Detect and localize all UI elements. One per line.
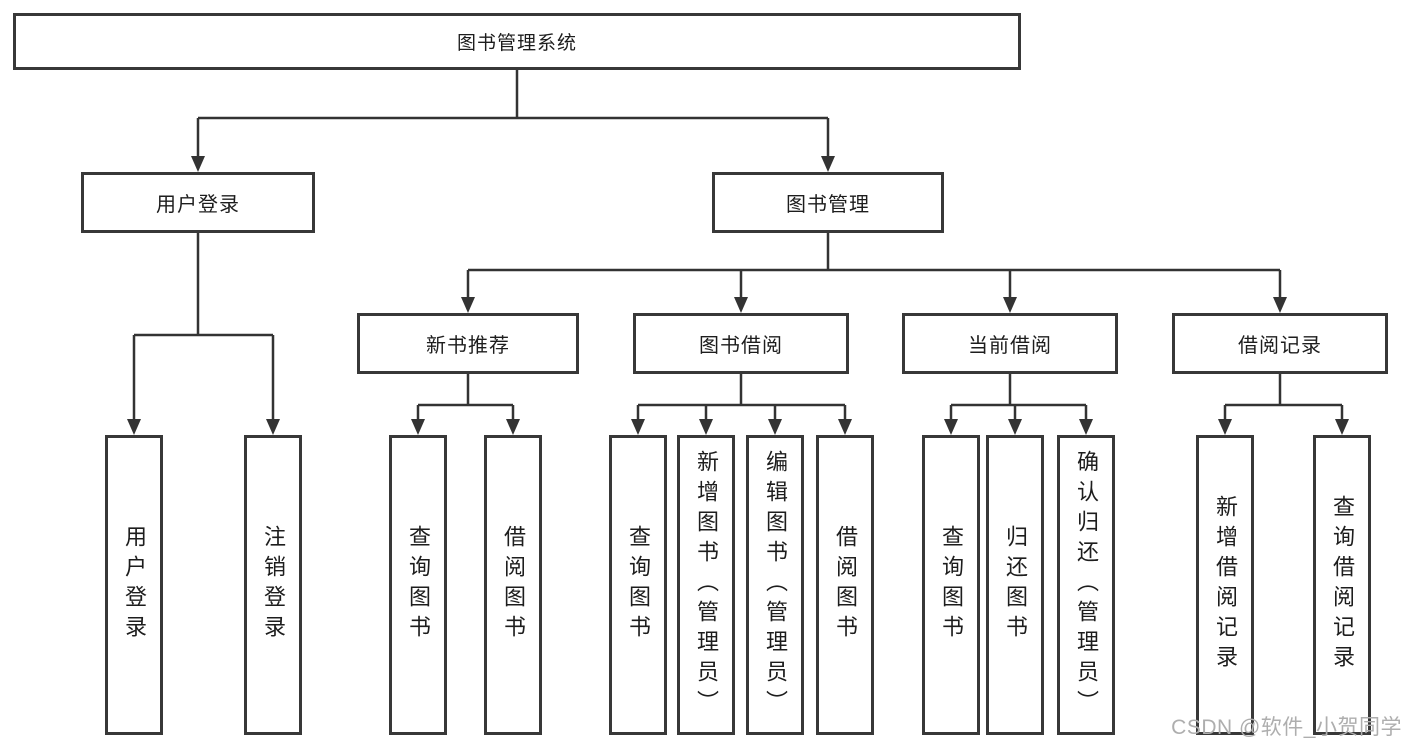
leaf-confirm-return-admin: 确认归还（管理员） <box>1057 435 1115 735</box>
branch-user-login-label: 用户登录 <box>156 194 240 216</box>
leaf-borrow-book: 借阅图书 <box>816 435 874 735</box>
leaf-user-login: 用户登录 <box>105 435 163 735</box>
csdn-watermark: CSDN @软件_小贺同学 <box>1171 716 1402 739</box>
leaf-logout: 注销登录 <box>244 435 302 735</box>
leaf-add-book-admin-label: 新增图书（管理员） <box>694 450 719 720</box>
leaf-query-books-current-label: 查询图书 <box>939 525 964 645</box>
leaf-query-books-recommend-label: 查询图书 <box>406 525 431 645</box>
module-current-borrowing: 当前借阅 <box>902 313 1118 374</box>
leaf-borrow-book-recommend-label: 借阅图书 <box>501 525 526 645</box>
branch-book-management-label: 图书管理 <box>786 194 870 216</box>
arrowheads <box>127 156 1349 435</box>
module-borrow-records: 借阅记录 <box>1172 313 1388 374</box>
module-new-book-recommend-label: 新书推荐 <box>426 335 510 357</box>
leaf-query-books-recommend: 查询图书 <box>389 435 447 735</box>
root-system-label: 图书管理系统 <box>456 33 577 54</box>
module-borrow-records-label: 借阅记录 <box>1238 335 1322 357</box>
leaf-edit-book-admin-label: 编辑图书（管理员） <box>763 450 788 720</box>
leaf-user-login-label: 用户登录 <box>122 525 147 645</box>
module-book-borrowing-label: 图书借阅 <box>699 335 783 357</box>
leaf-borrow-book-label: 借阅图书 <box>833 525 858 645</box>
root-system-node: 图书管理系统 <box>13 13 1021 70</box>
module-current-borrowing-label: 当前借阅 <box>968 335 1052 357</box>
module-book-borrowing: 图书借阅 <box>633 313 849 374</box>
leaf-add-book-admin: 新增图书（管理员） <box>677 435 735 735</box>
leaf-borrow-book-recommend: 借阅图书 <box>484 435 542 735</box>
leaf-edit-book-admin: 编辑图书（管理员） <box>746 435 804 735</box>
branch-user-login: 用户登录 <box>81 172 315 233</box>
leaf-query-borrow-record: 查询借阅记录 <box>1313 435 1371 735</box>
module-new-book-recommend: 新书推荐 <box>357 313 579 374</box>
leaf-query-books-borrowing: 查询图书 <box>609 435 667 735</box>
leaf-confirm-return-admin-label: 确认归还（管理员） <box>1074 450 1099 720</box>
leaf-return-book: 归还图书 <box>986 435 1044 735</box>
leaf-query-books-current: 查询图书 <box>922 435 980 735</box>
leaf-logout-label: 注销登录 <box>261 525 286 645</box>
leaf-add-borrow-record-label: 新增借阅记录 <box>1213 495 1238 675</box>
leaf-query-books-borrowing-label: 查询图书 <box>626 525 651 645</box>
leaf-return-book-label: 归还图书 <box>1003 525 1028 645</box>
leaf-query-borrow-record-label: 查询借阅记录 <box>1330 495 1355 675</box>
branch-book-management: 图书管理 <box>712 172 944 233</box>
leaf-add-borrow-record: 新增借阅记录 <box>1196 435 1254 735</box>
